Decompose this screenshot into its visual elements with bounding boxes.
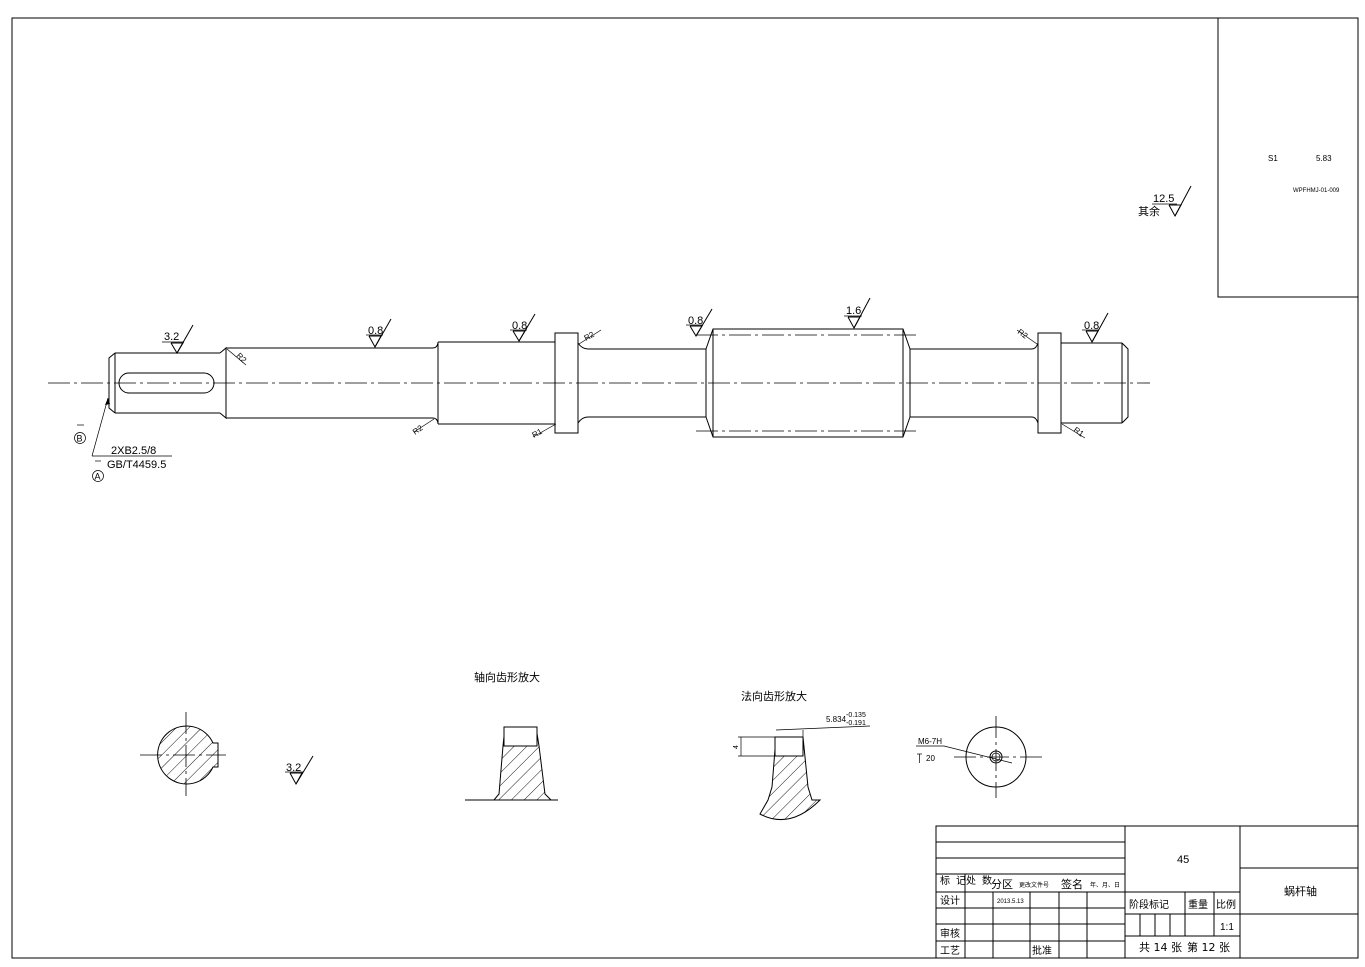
fillet-r2-b: R2 xyxy=(411,418,435,437)
tooth-thickness-upper: -0.135 xyxy=(846,712,866,719)
title-design-date: 2013.5.13 xyxy=(997,899,1024,905)
center-hole-spec: 2XB2.5/8 xyxy=(111,445,156,457)
general-roughness-value: 12.5 xyxy=(1153,193,1174,205)
title-scale-label: 比例 xyxy=(1216,898,1236,911)
tooth-height-label: 4 xyxy=(733,745,740,749)
title-scale-value: 1:1 xyxy=(1220,922,1234,933)
fillet-r1-b: R1 xyxy=(1061,423,1086,439)
fillet-r2-d-label: R2 xyxy=(1016,327,1030,341)
roughness-shaft-1-value: 0.8 xyxy=(368,325,383,337)
fillet-r2-d: R2 xyxy=(1016,327,1038,345)
title-date-header: 年、月、日 xyxy=(1090,881,1120,889)
fillet-r1-b-label: R1 xyxy=(1072,425,1086,439)
title-sheets-total: 共 14 张 xyxy=(1139,941,1182,954)
axial-tooth-profile: 轴向齿形放大 xyxy=(465,670,558,801)
center-hole-standard: GB/T4459.5 xyxy=(107,459,166,471)
title-sheet-number: 第 12 张 xyxy=(1187,940,1230,954)
roughness-left-journal: 3.2 xyxy=(162,324,194,354)
fillet-r2-a: R2 xyxy=(226,348,249,366)
normal-tooth-profile: 法向齿形放大 4 5.834 -0.135 -0.191 xyxy=(733,689,871,821)
tooth-thickness-lower: -0.191 xyxy=(846,720,866,727)
title-part-name: 蜗杆轴 xyxy=(1284,884,1317,898)
fillet-r1-a-label: R1 xyxy=(531,427,545,440)
fillet-r2-b-label: R2 xyxy=(411,423,425,437)
title-weight-label: 重量 xyxy=(1188,898,1208,911)
drawing-border xyxy=(11,17,1359,959)
normal-profile-title: 法向齿形放大 xyxy=(741,689,807,703)
corner-box: S1 5.83 WPFHMJ-01-009 xyxy=(1217,17,1359,298)
roughness-worm-value: 1.6 xyxy=(846,305,861,317)
title-process-label: 工艺 xyxy=(940,945,960,957)
title-zone-header: 分区 xyxy=(991,878,1013,891)
general-roughness: 12.5 其余 xyxy=(1138,185,1192,218)
roughness-shaft-2-value: 0.8 xyxy=(512,320,527,332)
roughness-shaft-3-value: 0.8 xyxy=(688,315,703,327)
general-roughness-note: 其余 xyxy=(1138,204,1160,218)
roughness-shaft-2: 0.8 xyxy=(510,313,536,342)
roughness-worm: 1.6 xyxy=(844,297,871,330)
title-mark-header: 标记 xyxy=(940,875,972,887)
fillet-r2-c: R2 xyxy=(578,330,602,345)
center-hole-callout: B 2XB2.5/8 GB/T4459.5 A xyxy=(74,397,172,482)
thread-depth-label: 20 xyxy=(926,754,935,763)
keyway-slot xyxy=(118,372,215,394)
thread-spec-label: M6-7H xyxy=(918,737,942,746)
title-material: 45 xyxy=(1177,854,1189,866)
title-approve-label: 批准 xyxy=(1032,944,1052,957)
worm-shaft-main-view xyxy=(48,328,1150,438)
tooth-thickness-base: 5.834 xyxy=(826,715,847,724)
title-block: 标记 处数 分区 更改文件号 签名 年、月、日 设计 2013.5.13 审核 … xyxy=(935,825,1359,959)
corner-drawing-code: WPFHMJ-01-009 xyxy=(1293,188,1340,194)
title-signature-header: 签名 xyxy=(1061,877,1083,891)
title-review-label: 审核 xyxy=(940,927,960,940)
roughness-keyway-section: 3.2 xyxy=(285,755,314,786)
datum-b-label: B xyxy=(77,434,83,444)
axial-profile-title: 轴向齿形放大 xyxy=(474,670,540,684)
roughness-shaft-3: 0.8 xyxy=(686,308,713,337)
roughness-right-journal: 0.8 xyxy=(1082,312,1109,344)
corner-s-label: S1 xyxy=(1268,154,1278,163)
roughness-shaft-1: 0.8 xyxy=(366,318,392,349)
keyway-section-view xyxy=(140,712,226,796)
fillet-r1-a: R1 xyxy=(531,423,557,440)
roughness-keyway-section-value: 3.2 xyxy=(286,762,301,774)
title-design-label: 设计 xyxy=(940,894,960,907)
fillet-r2-a-label: R2 xyxy=(235,351,249,365)
roughness-left-journal-value: 3.2 xyxy=(164,331,179,343)
corner-s-value: 5.83 xyxy=(1316,154,1332,163)
title-stage-mark-label: 阶段标记 xyxy=(1129,898,1169,911)
datum-a-label: A xyxy=(95,472,101,482)
roughness-right-journal-value: 0.8 xyxy=(1084,320,1099,332)
title-count-header: 处数 xyxy=(966,874,998,887)
threaded-hole-end-view: M6-7H 20 xyxy=(916,716,1043,798)
title-change-doc-header: 更改文件号 xyxy=(1019,881,1049,889)
